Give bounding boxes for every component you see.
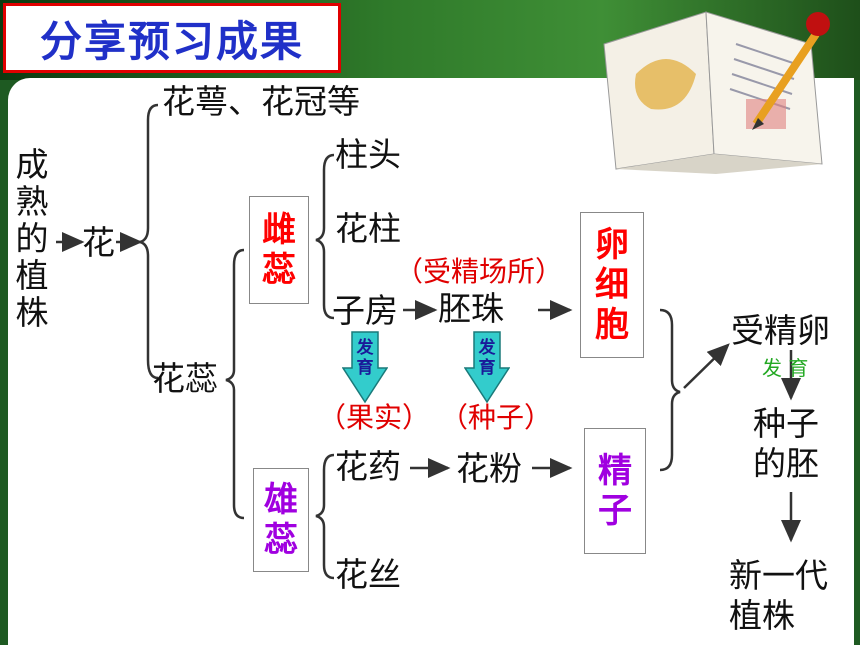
pistil-box: 雌蕊 bbox=[249, 196, 309, 304]
egg-cell-label: 卵细胞 bbox=[595, 225, 629, 345]
sperm-label: 精子 bbox=[598, 451, 632, 531]
stigma-label: 柱头 bbox=[335, 135, 401, 174]
stamen-label: 雄蕊 bbox=[264, 480, 298, 560]
egg-cell-box: 卵细胞 bbox=[580, 212, 644, 358]
develop-text: 发育 bbox=[356, 338, 374, 378]
develop-text: 发育 bbox=[478, 338, 496, 378]
book-illustration bbox=[603, 11, 830, 174]
down-arrow-icon bbox=[463, 331, 511, 404]
pistil-label: 雌蕊 bbox=[262, 210, 296, 290]
filament-label: 花丝 bbox=[335, 555, 401, 594]
sepal-petal-label: 花萼、花冠等 bbox=[162, 82, 360, 121]
page-title: 分享预习成果 bbox=[39, 16, 304, 66]
fertilization-site-label: （受精场所） bbox=[395, 255, 564, 288]
sperm-box: 精子 bbox=[584, 428, 646, 554]
style-label: 花柱 bbox=[335, 209, 401, 248]
develop-arrow-seed: 发育 bbox=[463, 330, 511, 404]
flower-label: 花 bbox=[82, 223, 115, 262]
develop-arrow-fruit: 发育 bbox=[341, 330, 389, 404]
stamen-box: 雄蕊 bbox=[253, 468, 309, 572]
ovule-label: 胚珠 bbox=[438, 289, 504, 328]
pollen-label: 花粉 bbox=[456, 449, 522, 488]
title-box: 分享预习成果 bbox=[3, 3, 341, 73]
new-plant-label: 新一代植株 bbox=[729, 556, 828, 635]
anther-label: 花药 bbox=[335, 447, 401, 486]
zygote-label: 受精卵 bbox=[731, 311, 830, 350]
mature-plant-label: 成熟的植株 bbox=[15, 145, 49, 332]
develop-label: 发 育 bbox=[762, 356, 809, 380]
fruit-label: （果实） bbox=[318, 401, 431, 434]
seed-label: （种子） bbox=[440, 401, 553, 434]
stamens-pistils-label: 花蕊 bbox=[152, 359, 218, 398]
embryo-label: 种子的胚 bbox=[753, 404, 819, 483]
ovary-label: 子房 bbox=[332, 291, 398, 330]
down-arrow-icon bbox=[341, 331, 389, 404]
